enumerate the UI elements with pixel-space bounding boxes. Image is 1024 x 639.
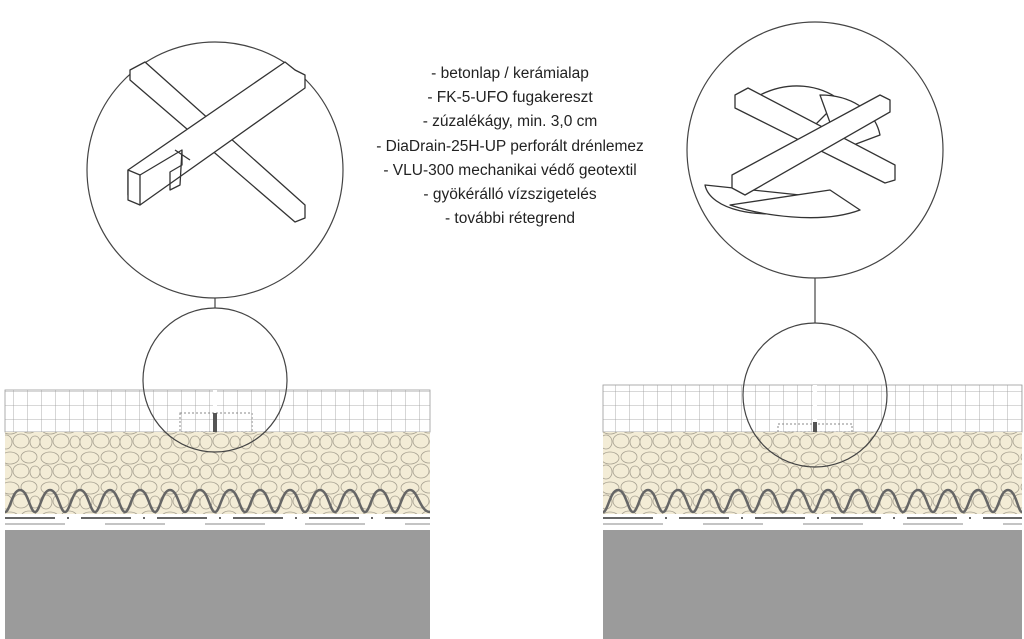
concrete-base	[603, 530, 1022, 639]
legend-item: - további rétegrend	[444, 210, 576, 228]
legend-item: - FK-5-UFO fugakereszt	[427, 89, 593, 107]
legend-item: - betonlap / kerámialap	[431, 65, 589, 82]
layer-legend: - betonlap / kerámialap - FK-5-UFO fugak…	[310, 62, 710, 231]
legend-item: - gyökérálló vízszigetelés	[423, 186, 597, 204]
ufo-cross-icon	[704, 85, 896, 219]
legend-item: - zúzalékágy, min. 3,0 cm	[422, 113, 598, 131]
fk5-cross-icon	[127, 61, 306, 223]
tile-layer	[4, 389, 431, 433]
left-section	[4, 41, 431, 639]
legend-item: - DiaDrain-25H-UP perforált drénlemez	[376, 137, 644, 155]
drain-membrane	[602, 488, 1023, 514]
right-section	[602, 21, 1023, 639]
drain-membrane	[4, 488, 431, 514]
concrete-base	[5, 530, 430, 639]
gravel-bed	[603, 432, 1022, 514]
legend-item: - VLU-300 mechanikai védő geotextil	[383, 161, 637, 179]
tile-layer	[602, 384, 1023, 433]
gravel-bed	[5, 432, 430, 514]
